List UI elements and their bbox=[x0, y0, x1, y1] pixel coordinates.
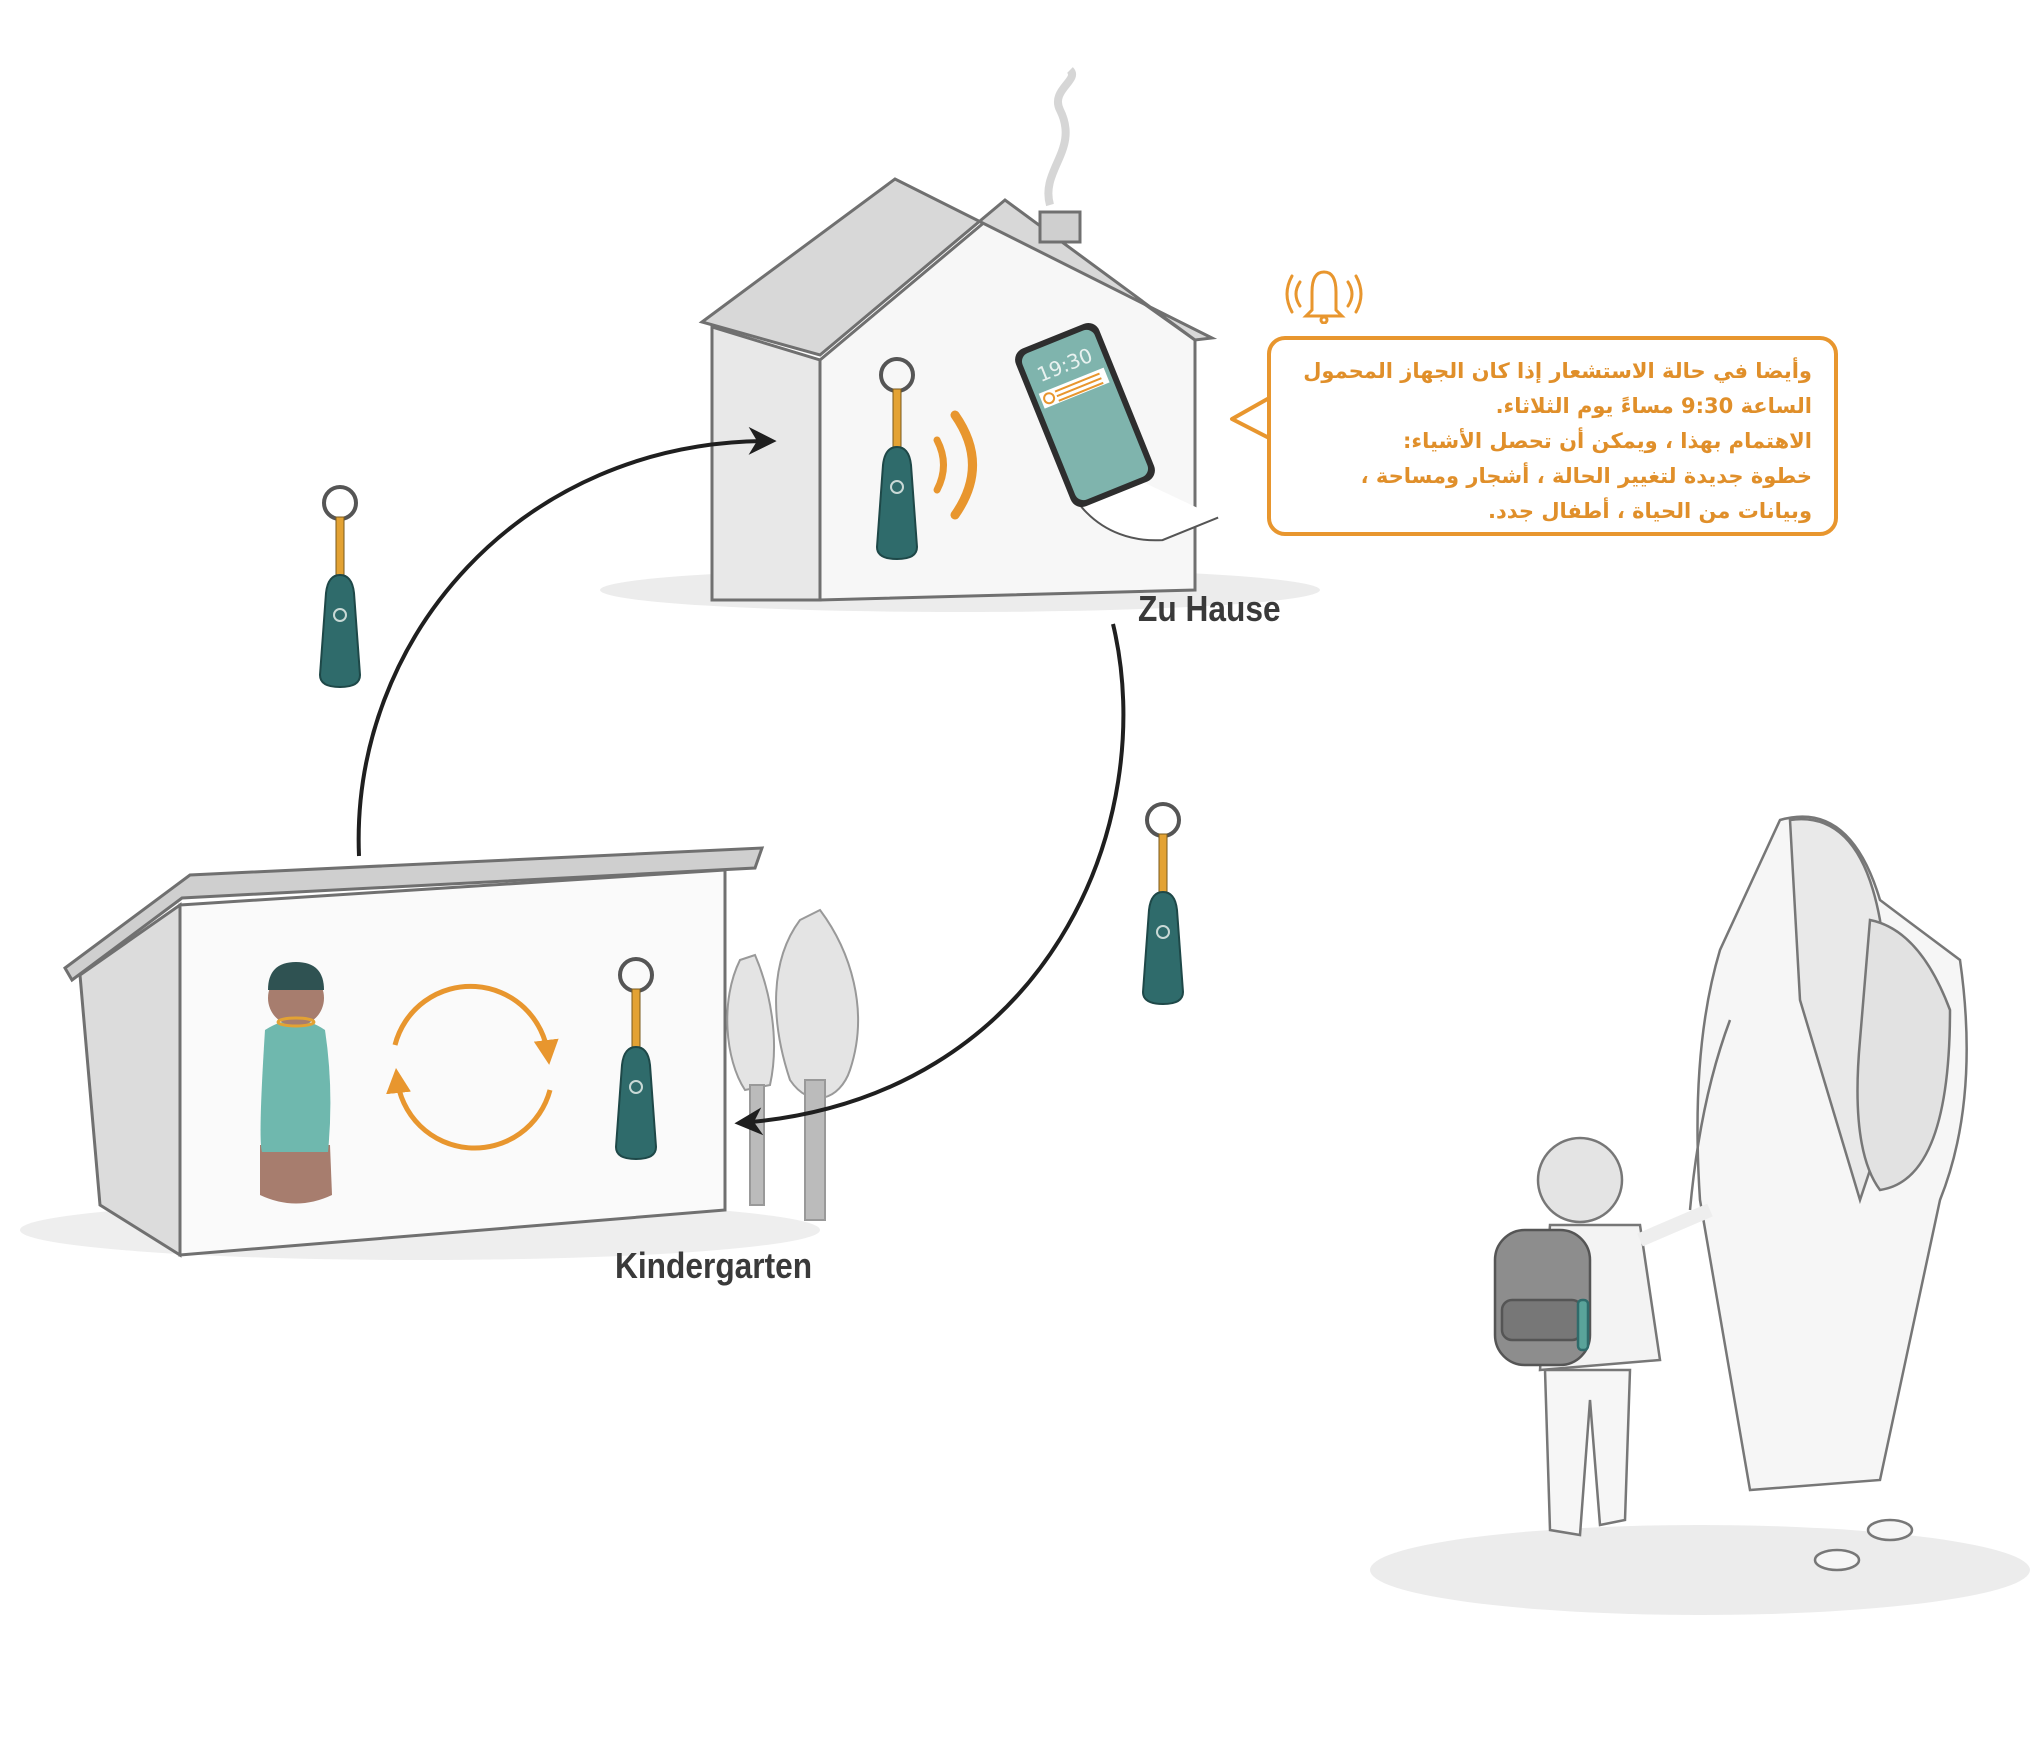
child-figure-icon bbox=[260, 962, 332, 1204]
keychain-icon bbox=[1141, 802, 1185, 1006]
home-label: Zu Hause bbox=[1138, 588, 1281, 629]
sync-cycle-icon bbox=[386, 983, 559, 1151]
notification-line: الساعة 9:30 مساءً يوم الثلاثاء. bbox=[1495, 394, 1812, 418]
notification-line: وأيضا في حالة الاستشعار إذا كان الجهاز ا… bbox=[1303, 359, 1812, 383]
keychain-icon bbox=[318, 485, 362, 689]
kindergarten-label: Kindergarten bbox=[615, 1245, 813, 1286]
notification-line: الاهتمام بهذا ، ويمكن أن تحصل الأشياء: bbox=[1402, 429, 1812, 453]
kindergarten-building bbox=[20, 846, 860, 1260]
parent-and-child-walking bbox=[1370, 815, 2030, 1615]
signal-waves-icon bbox=[933, 410, 977, 520]
notification-bubble: وأيضا في حالة الاستشعار إذا كان الجهاز ا… bbox=[1267, 336, 1838, 536]
bubble-tail bbox=[1230, 395, 1272, 441]
notification-line: خطوة جديدة لتغيير الحالة ، أشجار ومساحة … bbox=[1360, 464, 1812, 488]
arrow-to-kindergarten bbox=[734, 623, 1126, 1136]
smartphone-icon: 19:30 bbox=[1015, 322, 1219, 542]
arrow-to-home bbox=[356, 426, 777, 857]
home-house bbox=[600, 67, 1320, 612]
tree-icon bbox=[726, 908, 860, 1221]
ringing-bell-icon bbox=[1285, 270, 1363, 324]
notification-line: وبيانات من الحياة ، أطفال جدد. bbox=[1488, 499, 1812, 523]
